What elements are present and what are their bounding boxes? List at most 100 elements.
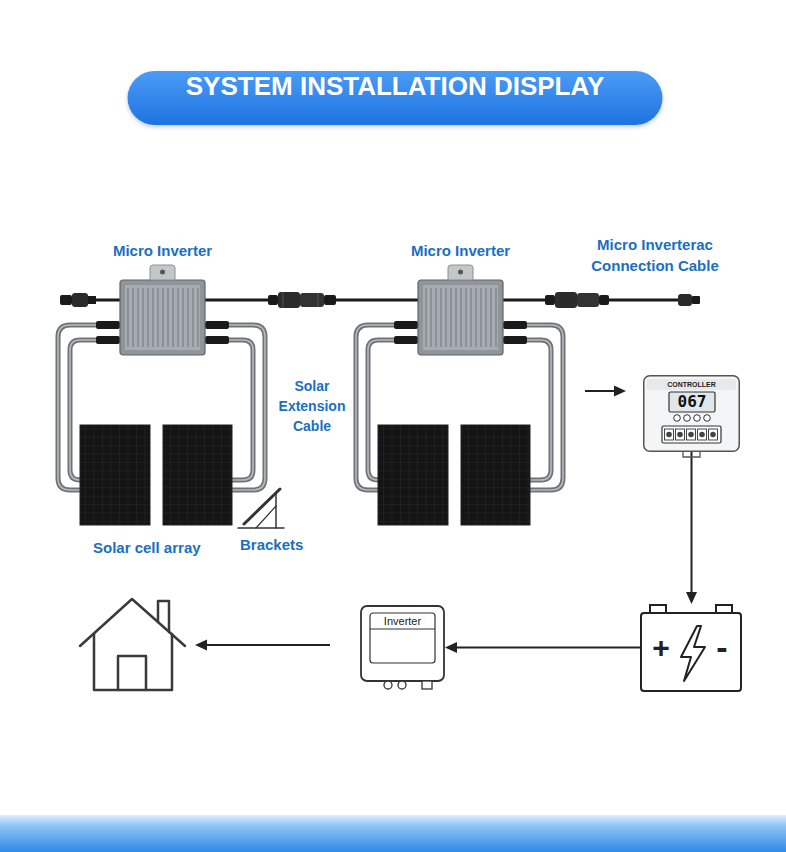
bracket-icon	[238, 527, 284, 529]
micro-inverter-part	[192, 288, 193, 347]
micro-inverter-part	[157, 288, 158, 347]
micro-inverter-part	[470, 288, 471, 347]
charge-controller-part	[683, 451, 700, 457]
flow-arrow-line	[691, 452, 693, 594]
footer-band	[0, 815, 786, 852]
micro-inverter-part	[162, 288, 163, 347]
micro-inverter-part	[187, 288, 188, 347]
micro-inverter: Micro Inverter	[120, 280, 205, 355]
flow-arrow	[686, 452, 697, 604]
solar-panel	[163, 425, 232, 525]
micro-inverter-part	[448, 265, 473, 280]
micro-inverter-part	[445, 288, 446, 347]
inverter-part	[361, 606, 444, 681]
house-icon	[118, 656, 146, 690]
inverter-part	[398, 681, 406, 689]
inverter-part	[384, 681, 392, 689]
micro-inverter-part	[127, 288, 128, 347]
micro-inverter-part	[423, 285, 498, 350]
micro-inverter-part	[167, 288, 168, 347]
charge-controller-part	[710, 432, 716, 438]
house-icon	[94, 634, 172, 690]
lcd-reading: 067	[669, 392, 715, 412]
cable-coupling	[300, 293, 324, 307]
arrowhead	[445, 642, 457, 653]
micro-inverter-part	[435, 288, 436, 347]
micro-inverter-part	[475, 288, 476, 347]
bracket-icon	[244, 489, 280, 524]
micro-inverter-part	[465, 288, 466, 347]
mc4-connector	[96, 336, 120, 344]
bracket-icon	[256, 506, 276, 528]
charge-controller: CONTROLLER 067	[643, 375, 740, 452]
cable-coupling	[318, 293, 319, 307]
charge-controller-part	[694, 415, 701, 422]
micro-inverter-shape	[418, 280, 503, 355]
ac-cable	[88, 296, 96, 304]
bracket-icon	[275, 494, 277, 528]
ac-connection-cable	[545, 295, 555, 305]
flow-arrow	[195, 640, 207, 651]
bracket-icon	[238, 489, 284, 528]
micro-inverter-part	[460, 288, 461, 347]
flow-arrow	[445, 642, 640, 653]
micro-inverter-part	[480, 288, 481, 347]
ac-connection-cable	[678, 294, 692, 306]
charge-controller-part	[677, 432, 683, 438]
flow-arrow-line	[455, 647, 640, 649]
ac-connection-cable	[599, 295, 609, 305]
micro-inverter-part	[160, 270, 165, 275]
house-icon	[80, 599, 185, 690]
part-label: Brackets	[240, 536, 303, 554]
micro-inverter-part	[458, 270, 463, 275]
ac-connection-cable	[692, 296, 700, 304]
ac-connection-cable	[577, 293, 599, 307]
micro-inverter-part	[125, 285, 200, 350]
charge-controller-part	[674, 415, 681, 422]
ac-cable	[60, 295, 72, 305]
polarity-sign: -	[708, 629, 736, 665]
charge-controller-part	[684, 415, 691, 422]
ac-cable	[60, 293, 120, 307]
micro-inverter-part	[495, 288, 496, 347]
flow-arrow	[195, 640, 330, 651]
device-label: CONTROLLER	[647, 379, 736, 390]
polarity-sign: +	[646, 631, 676, 665]
charge-controller-part	[699, 432, 705, 438]
micro-inverter-part	[132, 288, 133, 347]
cable-coupling	[324, 295, 336, 305]
ac-connection-cable	[555, 292, 577, 308]
micro-inverter-shape	[120, 280, 205, 355]
micro-inverter: Micro Inverter	[418, 280, 503, 355]
cable-coupling	[283, 292, 284, 308]
charge-controller-part	[704, 415, 711, 422]
inverter-part	[370, 629, 435, 630]
battery-part	[650, 605, 666, 613]
charge-controller-part	[647, 379, 736, 390]
inverter-part	[370, 613, 435, 663]
flow-arrow	[205, 644, 330, 646]
flow-arrow	[585, 386, 626, 397]
micro-inverter-part	[152, 288, 153, 347]
micro-inverter-part	[142, 288, 143, 347]
micro-inverter-part	[490, 288, 491, 347]
micro-inverter-part	[177, 288, 178, 347]
micro-inverter-part	[485, 288, 486, 347]
charge-controller-part	[676, 429, 685, 440]
arrowhead	[686, 592, 697, 604]
micro-inverter-part	[150, 265, 175, 280]
flow-arrow	[585, 390, 615, 392]
micro-inverter-part	[440, 288, 441, 347]
charge-controller-part	[709, 429, 718, 440]
house-icon	[158, 601, 169, 632]
extension-cable	[229, 325, 265, 490]
battery-part	[641, 613, 741, 691]
inverter-part	[422, 681, 432, 689]
mc4-connector	[205, 321, 229, 329]
micro-inverter-part	[425, 288, 426, 347]
title-banner: SYSTEM INSTALLATION DISPLAY	[128, 71, 663, 125]
charge-controller-part	[644, 376, 740, 452]
micro-inverter-part	[418, 280, 503, 355]
cable-coupling	[278, 292, 300, 308]
ac-cable	[72, 293, 88, 307]
